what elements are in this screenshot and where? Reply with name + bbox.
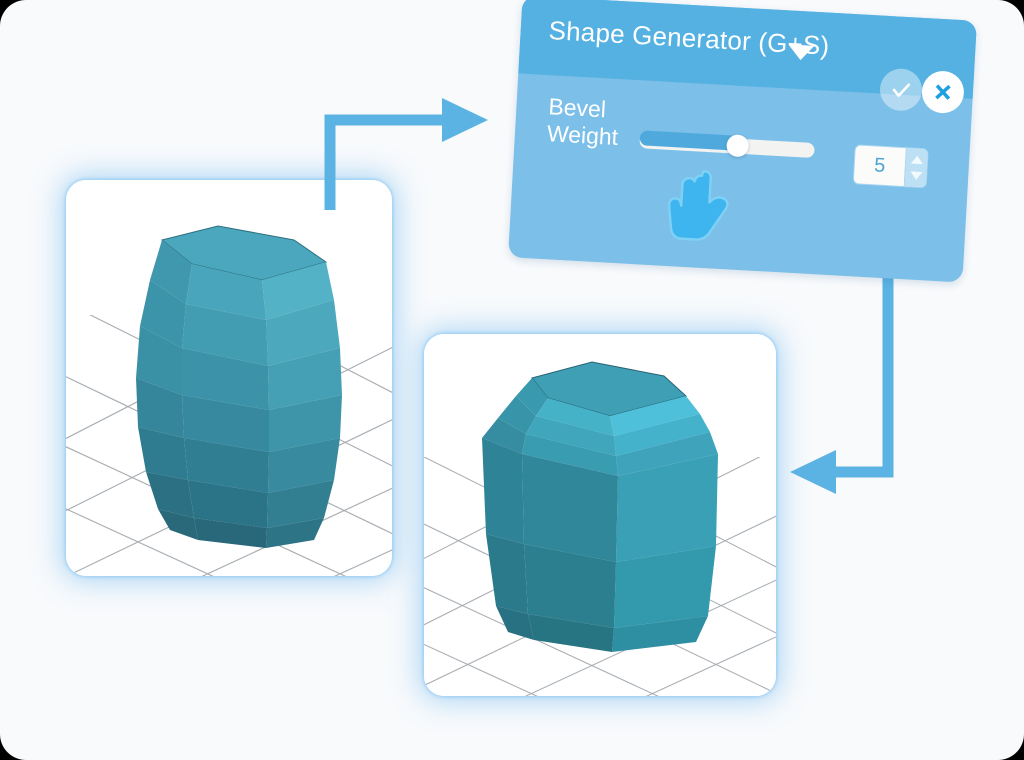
bevel-label-line2: Weight (546, 120, 619, 151)
stepper-up-icon[interactable] (910, 155, 923, 165)
cancel-button[interactable] (920, 69, 966, 115)
shape-after[interactable] (424, 334, 776, 696)
shape-before[interactable] (66, 180, 392, 576)
viewport-card-before[interactable] (66, 180, 392, 576)
viewport-after[interactable] (424, 334, 776, 696)
bevel-weight-value[interactable]: 5 (873, 153, 886, 177)
confirm-button[interactable] (878, 67, 924, 112)
stepper-arrows[interactable] (903, 148, 928, 188)
viewport-card-after[interactable] (424, 334, 776, 696)
bevel-weight-stepper[interactable]: 5 (852, 144, 929, 189)
chevron-down-icon[interactable] (787, 44, 815, 61)
viewport-before[interactable] (66, 180, 392, 576)
close-x-icon (935, 84, 951, 100)
shape-generator-panel[interactable]: Shape Generator (G+S) Bevel Weight 5 (508, 0, 977, 283)
pointing-hand-cursor-icon (667, 170, 729, 241)
bevel-weight-label: Bevel Weight (546, 93, 654, 153)
check-icon (892, 83, 911, 97)
arrow-panel-to-result (790, 250, 894, 494)
stepper-down-icon[interactable] (909, 171, 922, 181)
